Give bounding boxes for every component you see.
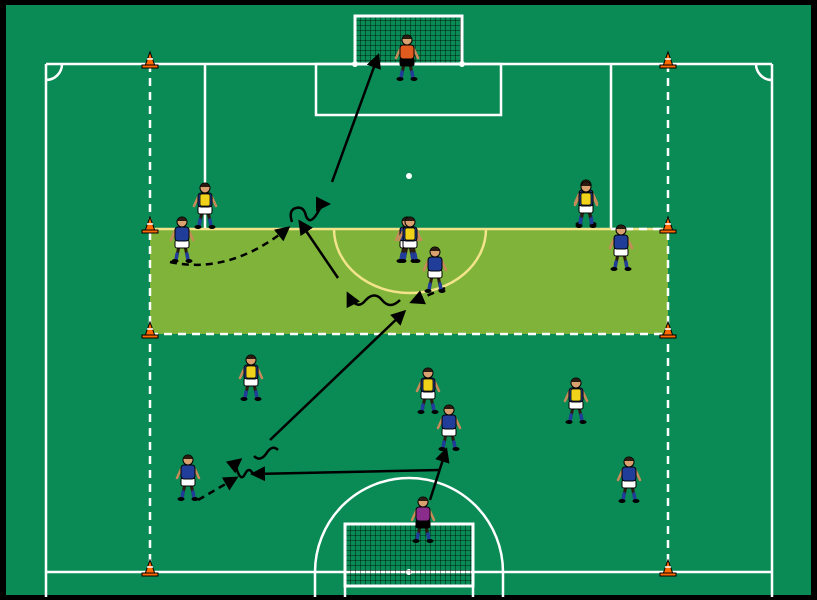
pass-arrow — [250, 466, 441, 482]
training-cone-icon — [659, 215, 677, 234]
dashed-run-arrow — [197, 476, 239, 502]
team-a-player — [175, 454, 201, 501]
bottom-goal — [343, 522, 475, 588]
movement-paths — [169, 53, 450, 502]
corner-arc-left — [45, 63, 64, 82]
goalkeeper-bottom — [410, 496, 436, 543]
pass-arrow — [269, 309, 407, 441]
pass-arrow — [253, 446, 279, 460]
team-b-player — [397, 216, 423, 263]
dribble-arrow — [225, 458, 255, 479]
team-b-player — [415, 367, 441, 414]
training-cone-icon — [141, 558, 159, 577]
team-b-player — [573, 181, 599, 228]
team-a-player — [616, 456, 642, 503]
goalkeeper-top — [394, 34, 420, 81]
dribble-arrow — [289, 196, 331, 223]
run-arrow — [346, 291, 401, 309]
cones — [141, 50, 677, 577]
support-run-arrow — [428, 447, 450, 501]
team-a-player — [422, 246, 448, 293]
training-cone-icon — [141, 215, 159, 234]
team-b-player — [563, 377, 589, 424]
dashed-run-arrow — [169, 226, 291, 266]
penalty-spot — [406, 173, 412, 179]
centre-circle — [313, 476, 505, 597]
team-b-player — [238, 354, 264, 401]
training-cone-icon — [659, 558, 677, 577]
pass-arrow — [298, 219, 340, 279]
training-cone-icon — [141, 50, 159, 69]
players — [169, 34, 642, 543]
team-b-player — [192, 182, 218, 229]
shot-arrow — [330, 53, 381, 183]
corner-arc-right — [754, 63, 773, 82]
team-a-player — [608, 224, 634, 271]
team-a-player — [169, 216, 195, 263]
team-a-player — [436, 404, 462, 451]
training-cone-icon — [659, 50, 677, 69]
training-cone-icon — [659, 320, 677, 339]
training-cone-icon — [141, 320, 159, 339]
